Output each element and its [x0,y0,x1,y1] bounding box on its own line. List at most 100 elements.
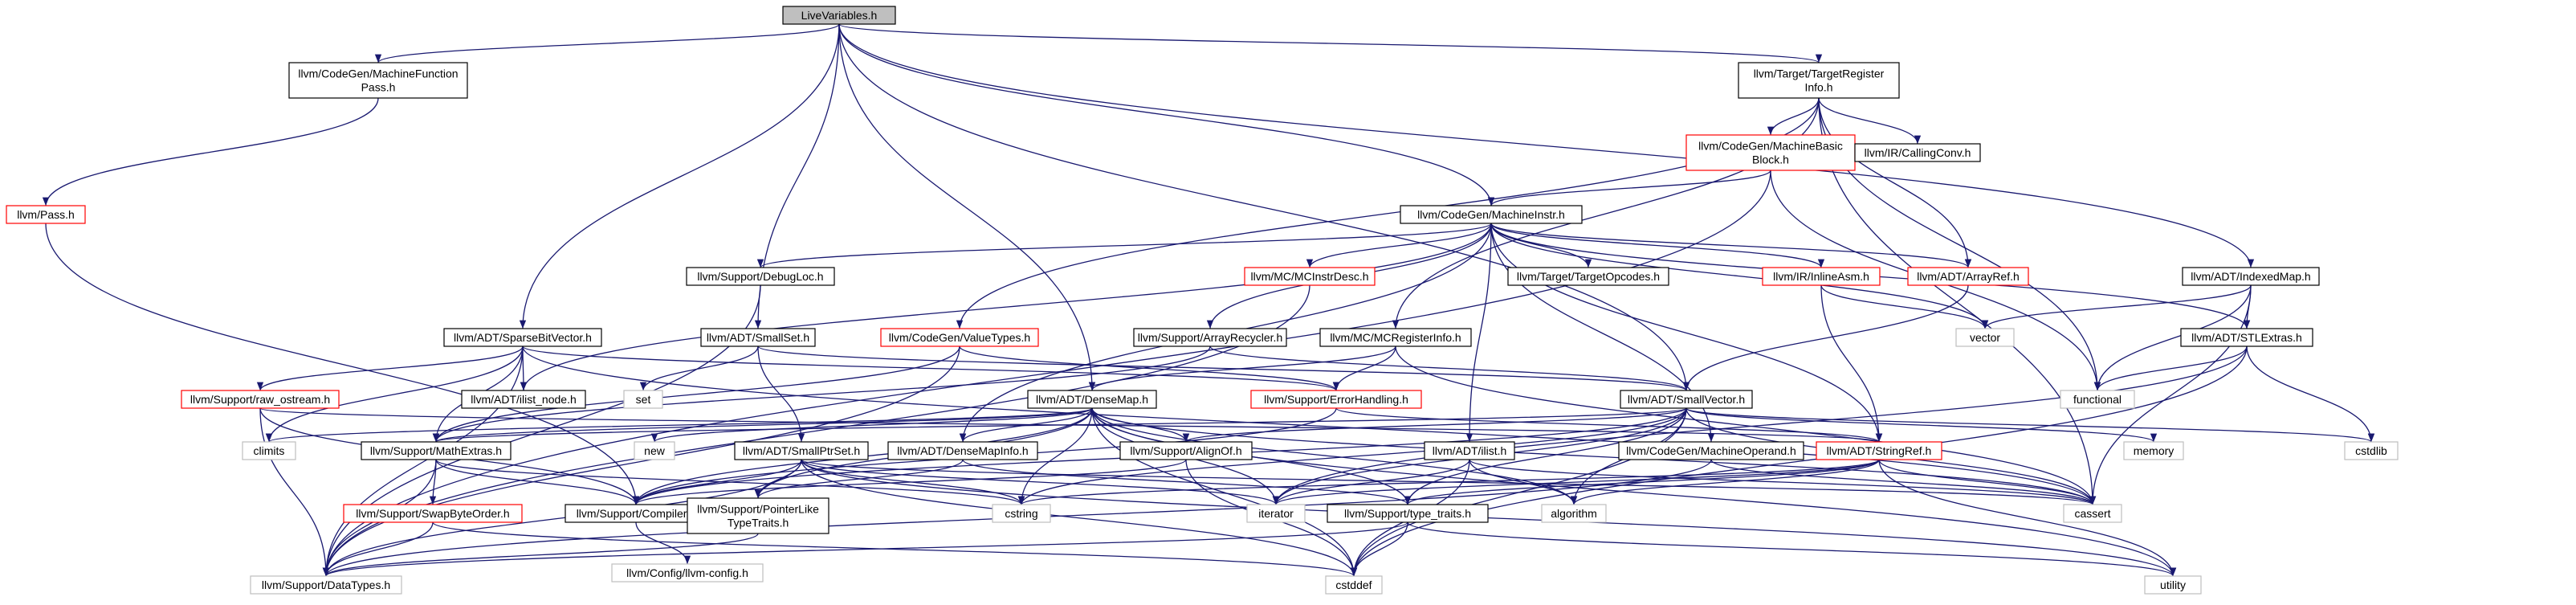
edge-arrayref-to-smallvector [1682,284,1969,391]
node-ilist[interactable]: llvm/ADT/ilist.h [1424,441,1515,460]
edge-machineinstr-to-inlineasm [1490,223,1825,268]
node-box [687,497,829,534]
edge-smallvector-to-mathextras [433,407,1687,443]
edge-stlextras-to-cstddef [1350,345,2248,577]
node-machineoperand[interactable]: llvm/CodeGen/MachineOperand.h [1618,441,1804,460]
node-swapbyteorder[interactable]: llvm/Support/SwapByteOrder.h [343,504,523,523]
node-label: llvm/ADT/SparseBitVector.h [454,331,592,344]
node-climits: climits [242,441,296,460]
edge-machinebasicblock-to-machineinstr [1488,170,1771,206]
edge-smallvector-to-cstdlib [1685,407,2374,443]
node-indexedmap[interactable]: llvm/ADT/IndexedMap.h [2182,267,2320,286]
edge-valuetypes-to-mathextras [432,345,960,443]
edge-machinefunctionpass-to-pass [42,97,379,206]
edge-machineinstr-to-machineoperand [1490,223,1715,443]
node-callingconv[interactable]: llvm/IR/CallingConv.h [1854,143,1981,162]
node-mathextras[interactable]: llvm/Support/MathExtras.h [361,441,512,460]
node-set: set [623,390,663,409]
edge-errorhandling-to-stringref [1335,407,1882,443]
edge-indexedmap-to-cassert [2089,284,2252,505]
node-smallvector[interactable]: llvm/ADT/SmallVector.h [1620,390,1753,409]
edge-livevariables-to-indexedmap [838,23,2255,268]
node-alignof[interactable]: llvm/Support/AlignOf.h [1119,441,1253,460]
edge-rawostream-to-datatypes [259,407,330,577]
node-label: llvm/Support/DebugLoc.h [697,270,823,283]
node-typetraits[interactable]: llvm/Support/type_traits.h [1327,504,1489,523]
edge-stlextras-to-cstdlib [2246,345,2375,443]
edge-mcregisterinfo-to-errorhandling [1332,345,1396,391]
edge-stringref-to-cassert [1878,459,2097,505]
edge-mathextras-to-compiler [435,459,640,505]
node-label: set [636,393,651,406]
node-livevariables[interactable]: LiveVariables.h [782,6,896,25]
node-box [1325,575,1383,595]
node-label: climits [254,444,285,457]
node-label: llvm/CodeGen/MachineBasic [1698,139,1843,152]
node-box [1620,390,1753,409]
node-box [250,575,402,595]
node-errorhandling[interactable]: llvm/Support/ErrorHandling.h [1250,390,1422,409]
node-label: llvm/CodeGen/MachineFunction [298,67,458,80]
edge-compiler-to-llvmconfig [635,521,691,565]
node-listnode[interactable]: llvm/ADT/ilist_node.h [461,390,586,409]
node-label: llvm/ADT/StringRef.h [1827,444,1932,457]
node-box [1854,143,1981,162]
edge-ilist-to-cassert [1469,459,2096,505]
node-stlextras[interactable]: llvm/ADT/STLExtras.h [2180,328,2313,347]
node-box [2144,575,2202,595]
node-label: cassert [2074,507,2110,520]
node-box [1507,267,1669,286]
node-label: llvm/ADT/DenseMapInfo.h [897,444,1028,457]
node-box [1685,134,1856,171]
node-label: Pass.h [361,80,396,93]
node-box [734,441,869,460]
node-box [1541,504,1607,523]
edge-indexedmap-to-functional [2093,284,2252,391]
edge-stlextras-to-functional [2093,345,2248,391]
node-label: llvm/ADT/DenseMap.h [1036,393,1148,406]
node-valuetypes[interactable]: llvm/CodeGen/ValueTypes.h [880,328,1039,347]
node-densemap[interactable]: llvm/ADT/DenseMap.h [1027,390,1157,409]
node-smallptrset[interactable]: llvm/ADT/SmallPtrSet.h [734,441,869,460]
node-label: llvm/Support/MathExtras.h [370,444,502,457]
node-mcregisterinfo[interactable]: llvm/MC/MCRegisterInfo.h [1319,328,1472,347]
node-debugloc[interactable]: llvm/Support/DebugLoc.h [686,267,835,286]
node-iterator: iterator [1246,504,1306,523]
node-arrayrecycler[interactable]: llvm/Support/ArrayRecycler.h [1133,328,1287,347]
node-smallset[interactable]: llvm/ADT/SmallSet.h [700,328,816,347]
node-box [880,328,1039,347]
node-box [6,205,86,224]
node-inlineasm[interactable]: llvm/IR/InlineAsm.h [1762,267,1881,286]
node-label: llvm/ADT/ArrayRef.h [1917,270,2020,283]
node-compiler[interactable]: llvm/Support/Compiler.h [565,504,707,523]
node-box [1816,441,1942,460]
node-box [2060,390,2135,409]
node-pass[interactable]: llvm/Pass.h [6,205,86,224]
edge-densemap-to-cstring [1017,407,1093,505]
node-sparsebitvector[interactable]: llvm/ADT/SparseBitVector.h [443,328,602,347]
node-rawostream[interactable]: llvm/Support/raw_ostream.h [181,390,340,409]
node-box [2344,441,2399,460]
edge-densemap-to-climits [266,407,1093,443]
edge-stringref-to-utility [1878,459,2177,577]
edge-densemap-to-utility [1091,407,2177,577]
node-machineinstr[interactable]: llvm/CodeGen/MachineInstr.h [1400,205,1583,224]
node-label: llvm/ADT/SmallPtrSet.h [743,444,860,457]
edge-sparsebitvector-to-datatypes [322,345,524,577]
node-arrayref[interactable]: llvm/ADT/ArrayRef.h [1907,267,2029,286]
node-targetopcodes[interactable]: llvm/Target/TargetOpcodes.h [1507,267,1669,286]
node-mcinstrdesc[interactable]: llvm/MC/MCInstrDesc.h [1244,267,1376,286]
node-box [1327,504,1489,523]
node-box [361,441,512,460]
edge-smallptrset-to-iterator [801,459,1279,505]
node-densemapinfo[interactable]: llvm/ADT/DenseMapInfo.h [887,441,1038,460]
node-label: llvm/Target/TargetOpcodes.h [1517,270,1660,283]
edge-machineinstr-to-debugloc [757,223,1492,268]
node-stringref[interactable]: llvm/ADT/StringRef.h [1816,441,1942,460]
edge-stringref-to-cstring [1018,459,1880,505]
edge-machineinstr-to-targetopcodes [1490,223,1592,268]
